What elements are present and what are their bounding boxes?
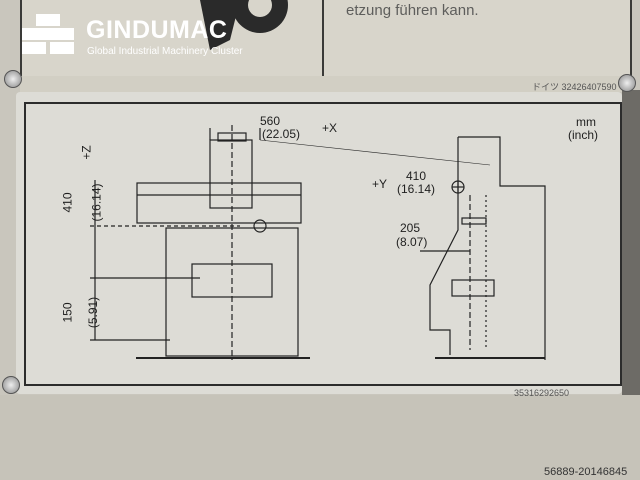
x-travel-value: 560 — [260, 114, 281, 128]
y-axis-label: +Y — [372, 177, 388, 191]
z-axis-label: +Z — [79, 145, 94, 160]
photo-id: 56889-20146845 — [544, 466, 628, 478]
screw-icon — [618, 74, 636, 92]
z-travel-inch: (16.14) — [89, 183, 104, 222]
gindumac-logo-icon — [22, 14, 74, 61]
machine-frame — [622, 90, 640, 480]
z-min-value: 150 — [60, 302, 75, 323]
unit-alt-label: (inch) — [568, 128, 599, 142]
watermark-brand: GINDUMAC — [86, 16, 228, 44]
y-travel-inch: (16.14) — [397, 182, 436, 196]
y-travel-value: 410 — [406, 169, 427, 183]
diagram-border — [24, 102, 622, 386]
x-travel-inch: (22.05) — [262, 127, 301, 141]
y-offset-value: 205 — [400, 221, 421, 235]
travel-diagram-plate — [16, 92, 622, 394]
warning-text: etzung führen kann. — [346, 2, 479, 19]
part-number: ドイツ 32426407590 — [532, 82, 617, 92]
machine-surface — [0, 395, 640, 480]
top-warning-plate — [20, 0, 632, 78]
warning-pictogram — [200, 0, 288, 50]
divider — [322, 0, 324, 76]
watermark-tagline: Global Industrial Machinery Cluster — [87, 46, 243, 57]
screw-icon — [4, 70, 22, 88]
plate-number: 35316292650 — [514, 388, 570, 398]
unit-label: mm — [576, 115, 596, 129]
label-strip — [20, 76, 632, 92]
z-travel-value: 410 — [60, 192, 75, 213]
z-min-inch: (5.91) — [86, 296, 101, 329]
y-offset-inch: (8.07) — [396, 235, 428, 249]
screw-icon — [2, 376, 20, 394]
x-axis-label: +X — [322, 121, 338, 135]
